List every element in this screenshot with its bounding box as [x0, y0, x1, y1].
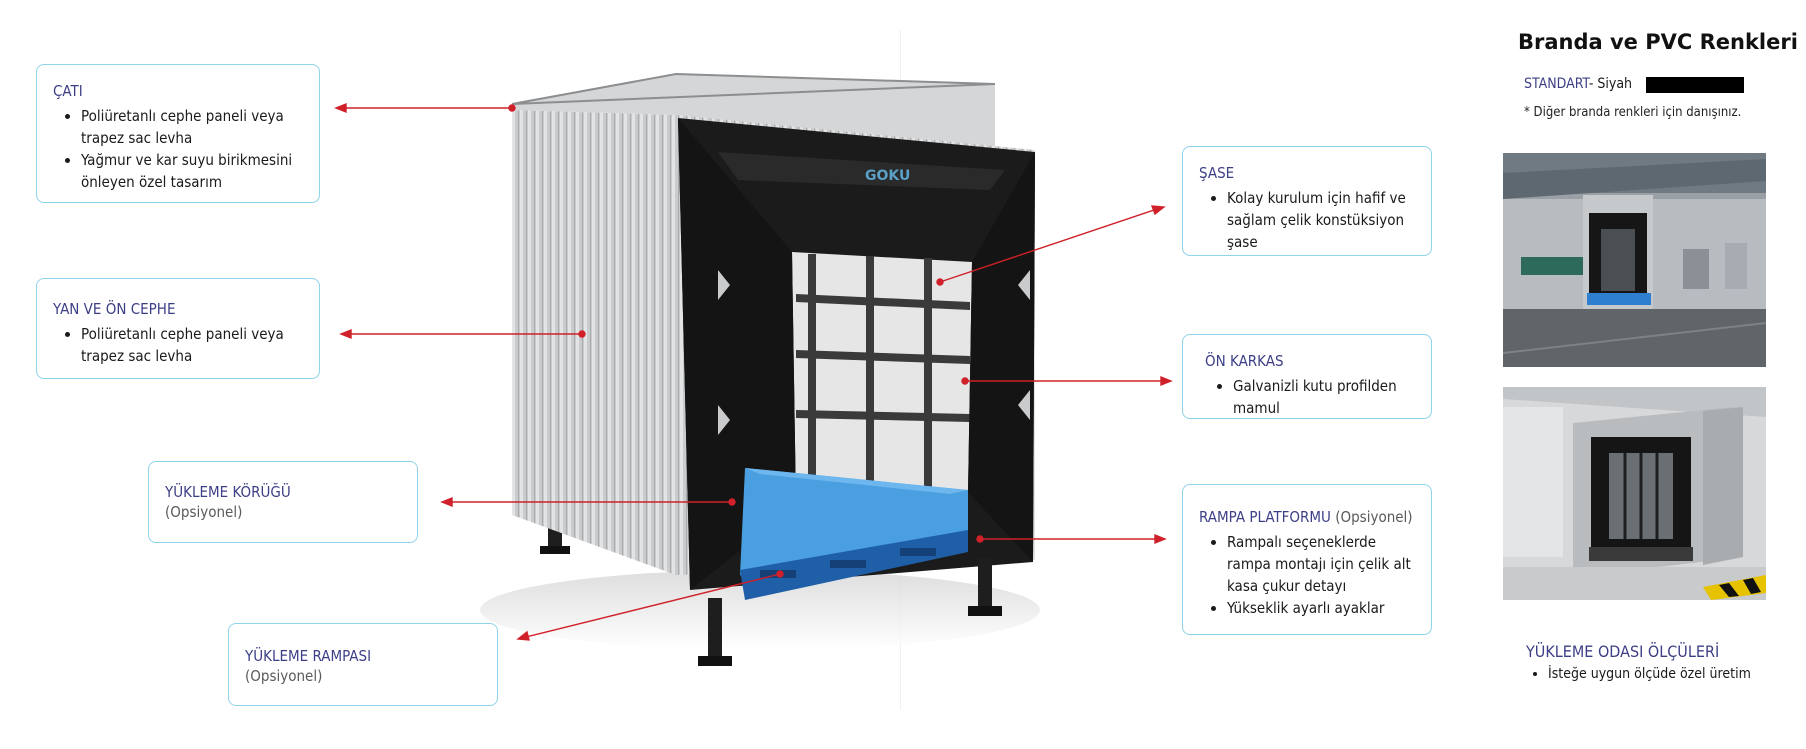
list-item: Kolay kurulum için hafif ve sağlam çelik…	[1227, 187, 1415, 253]
list-item: Rampalı seçeneklerde rampa montajı için …	[1227, 531, 1415, 597]
callout-on-karkas-list: Galvanizli kutu profilden mamul	[1205, 375, 1415, 419]
callout-cati-list: Poliüretanlı cephe paneli veya trapez sa…	[53, 105, 303, 193]
callout-yukleme-rampasi-title: YÜKLEME RAMPASI	[245, 647, 372, 665]
photo-dock-interior	[1503, 387, 1766, 600]
callout-on-karkas: ÖN KARKAS Galvanizli kutu profilden mamu…	[1182, 334, 1432, 419]
photo-dock-exterior	[1503, 153, 1766, 367]
list-item: Yağmur ve kar suyu birikmesini önleyen ö…	[81, 149, 303, 193]
callout-sase-title: ŞASE	[1199, 164, 1235, 182]
callout-yukleme-korugu: YÜKLEME KÖRÜĞÜ (Opsiyonel)	[148, 461, 418, 543]
list-item: Yükseklik ayarlı ayaklar	[1227, 597, 1415, 619]
color-note: * Diğer branda renkleri için danışınız.	[1524, 105, 1742, 120]
dimensions-list: İsteğe uygun ölçüde özel üretim	[1524, 664, 1751, 684]
list-item: İsteğe uygun ölçüde özel üretim	[1548, 664, 1751, 684]
brand-logo: GOKU	[865, 168, 910, 184]
callout-yukleme-korugu-title: YÜKLEME KÖRÜĞÜ	[165, 483, 291, 501]
standard-value: - Siyah	[1588, 76, 1633, 92]
standard-label: STANDART	[1524, 76, 1589, 92]
callout-on-karkas-title: ÖN KARKAS	[1205, 352, 1284, 370]
color-swatch-black	[1646, 77, 1744, 93]
callout-rampa-platformu-list: Rampalı seçeneklerde rampa montajı için …	[1199, 531, 1415, 619]
callout-rampa-platformu-title: RAMPA PLATFORMU (Opsiyonel)	[1199, 507, 1415, 527]
callout-yan-on-cephe-title: YAN VE ÖN CEPHE	[53, 300, 176, 318]
callout-sase-list: Kolay kurulum için hafif ve sağlam çelik…	[1199, 187, 1415, 253]
sidebar-title: Branda ve PVC Renkleri	[1518, 30, 1798, 54]
list-item: Galvanizli kutu profilden mamul	[1233, 375, 1415, 419]
callout-cati: ÇATI Poliüretanlı cephe paneli veya trap…	[36, 64, 320, 203]
callout-rampa-platformu-title-text: RAMPA PLATFORMU	[1199, 508, 1331, 526]
dimensions-title: YÜKLEME ODASI ÖLÇÜLERİ	[1526, 642, 1720, 661]
standard-color-line: STANDART- Siyah	[1524, 76, 1632, 92]
callout-sase: ŞASE Kolay kurulum için hafif ve sağlam …	[1182, 146, 1432, 256]
callout-rampa-platformu-optional: (Opsiyonel)	[1335, 508, 1413, 526]
list-item: Poliüretanlı cephe paneli veya trapez sa…	[81, 323, 303, 367]
callout-yukleme-rampasi: YÜKLEME RAMPASI (Opsiyonel)	[228, 623, 498, 706]
callout-yan-on-cephe: YAN VE ÖN CEPHE Poliüretanlı cephe panel…	[36, 278, 320, 379]
list-item: Poliüretanlı cephe paneli veya trapez sa…	[81, 105, 303, 149]
callout-yan-on-cephe-list: Poliüretanlı cephe paneli veya trapez sa…	[53, 323, 303, 367]
page-divider	[900, 30, 901, 710]
callout-cati-title: ÇATI	[53, 82, 83, 100]
callout-yukleme-rampasi-optional: (Opsiyonel)	[245, 667, 323, 685]
callout-rampa-platformu: RAMPA PLATFORMU (Opsiyonel) Rampalı seçe…	[1182, 484, 1432, 635]
callout-yukleme-korugu-optional: (Opsiyonel)	[165, 503, 243, 521]
